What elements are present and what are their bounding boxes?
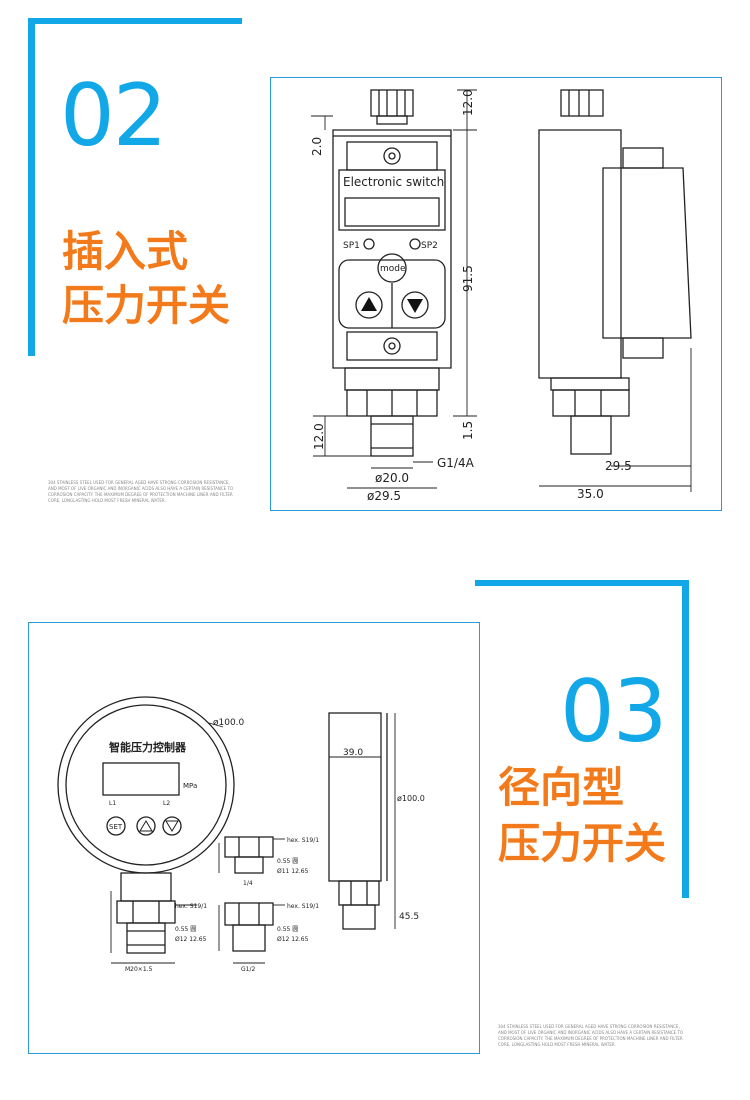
thread-m20: M20×1.5: [125, 966, 153, 973]
dim-d2-label: ø29.5: [367, 489, 401, 503]
section02-title-line2: 压力开关: [62, 281, 231, 330]
gauge-l2-label: L2: [163, 800, 170, 807]
dim-cap-label: 2.0: [310, 137, 324, 156]
dim-thread-height-label: 12.0: [312, 423, 326, 450]
spec-d: Ø12 12.65: [175, 936, 207, 943]
spec-c: 0.55 圆: [175, 926, 196, 933]
spec-f: Ø12 12.65: [277, 936, 309, 943]
dim-height-label: 91.5: [461, 265, 475, 292]
dim-d1-label: ø20.0: [375, 471, 409, 485]
section02-fineprint: 304 STAINLESS STEEL USED FOR GENERAL AGE…: [48, 480, 234, 503]
sp2-label: SP2: [421, 241, 438, 251]
gauge-diameter: ø100.0: [213, 718, 245, 728]
section02-bracket-top: [28, 18, 242, 24]
drawing-panel-radial: 智能压力控制器 MPa L1 L2 SET ø100.0 39.0 ø100.0…: [28, 622, 480, 1054]
hex-label-b: hex. S19/1: [175, 903, 207, 910]
mode-label: mode: [380, 264, 406, 274]
side-depth: 39.0: [343, 748, 363, 758]
side-stem: 45.5: [399, 912, 419, 922]
dim-top-label: 12.0: [461, 89, 475, 116]
insertion-switch-drawing: Electronic switch SP1 SP2 mode 12.0 2.0 …: [310, 89, 692, 503]
section03-bracket-top: [475, 580, 689, 586]
brand-label: Electronic switch: [343, 175, 444, 189]
hex-label-c: hex. S19/1: [287, 903, 319, 910]
spec-e: 0.55 圆: [277, 926, 298, 933]
sp1-label: SP1: [343, 241, 360, 251]
thread-g12: G1/2: [241, 966, 255, 973]
radial-switch-drawing: 智能压力控制器 MPa L1 L2 SET ø100.0 39.0 ø100.0…: [57, 696, 425, 973]
gauge-brand: 智能压力控制器: [109, 740, 187, 754]
spec-a: 0.55 圆: [277, 858, 298, 865]
gauge-l1-label: L1: [109, 800, 116, 807]
section03-title-line2: 压力开关: [498, 819, 667, 868]
section03-number: 03: [560, 662, 667, 762]
dim-width-label: 35.0: [577, 487, 604, 501]
gauge-unit: MPa: [183, 782, 197, 790]
section03-bracket-right: [682, 580, 689, 898]
section02-number: 02: [60, 66, 167, 166]
sub-a: 1/4: [243, 880, 253, 887]
section02-bracket-left: [28, 18, 35, 356]
section02-title-line1: 插入式: [62, 227, 189, 276]
section03-fineprint: 304 STAINLESS STEEL USED FOR GENERAL AGE…: [498, 1024, 684, 1047]
drawing-panel-insertion: Electronic switch SP1 SP2 mode 12.0 2.0 …: [270, 77, 722, 511]
dim-side-offset-label: 29.5: [605, 459, 632, 473]
hex-label-a: hex. S19/1: [287, 837, 319, 844]
thread-label: G1/4A: [437, 456, 475, 470]
gauge-set-button: SET: [109, 823, 123, 831]
side-height: ø100.0: [397, 794, 425, 803]
spec-b: Ø11 12.65: [277, 868, 309, 875]
dim-base-label: 1.5: [461, 421, 475, 440]
section03-title-line1: 径向型: [498, 763, 625, 812]
